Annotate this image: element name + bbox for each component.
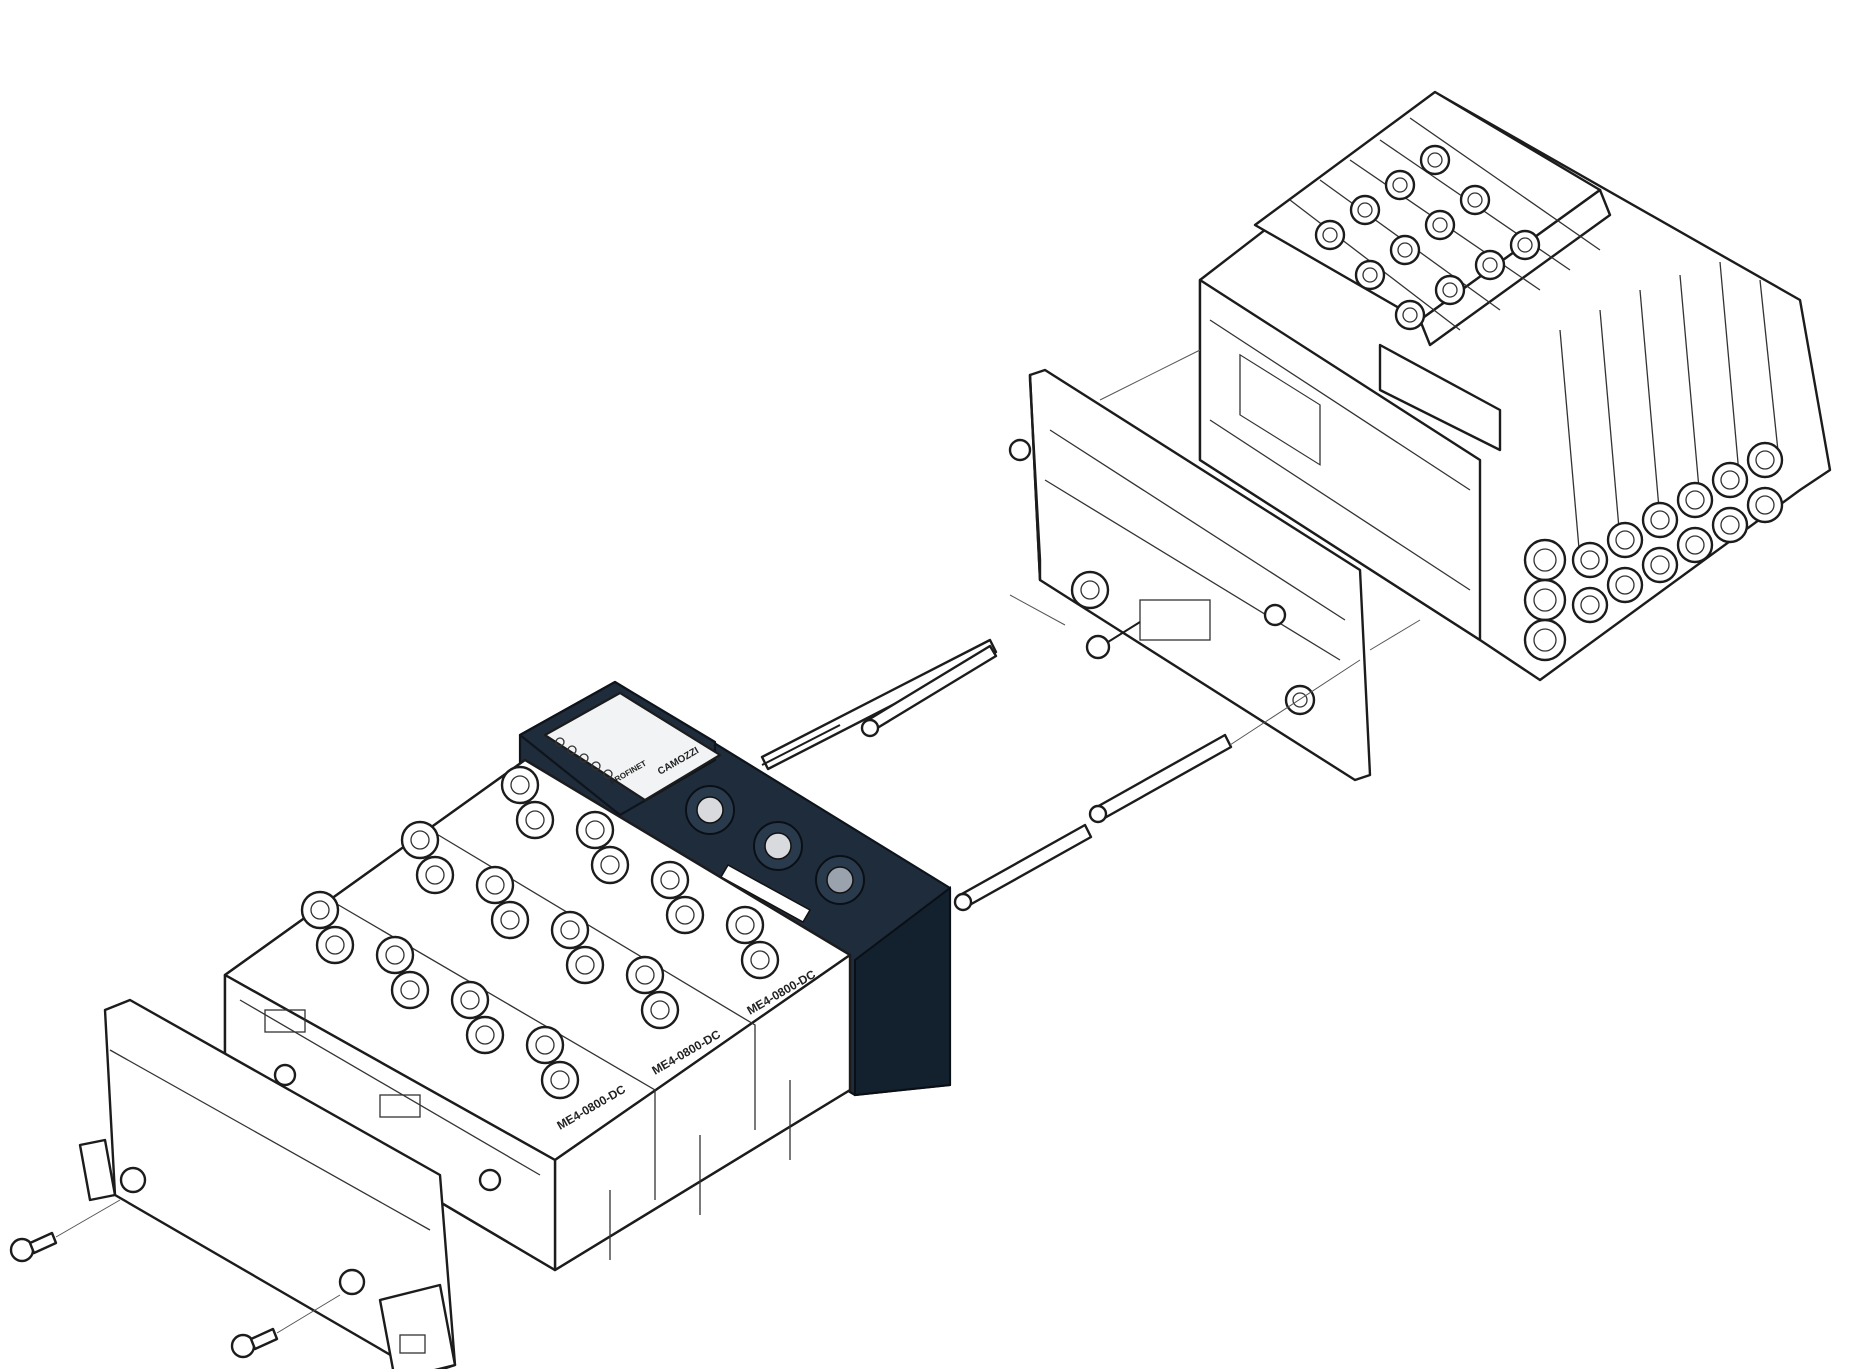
assembly-guide-lines: [1099, 349, 1421, 651]
end-plate: [78, 998, 457, 1369]
air-fittings: [1523, 441, 1784, 662]
adapter-screw: [1085, 621, 1141, 660]
adapter-plate: [1008, 368, 1372, 782]
m12-connectors: [685, 785, 865, 905]
tie-rods: [760, 594, 1361, 912]
valve-island: [1198, 90, 1832, 682]
solenoid-connectors: [1314, 144, 1541, 331]
io-ports: [300, 765, 780, 1100]
io-module-stack: ME4-0800-DC ME4-0800-DC ME4-0800-DC: [223, 758, 852, 1272]
mounting-screws: [9, 1199, 341, 1359]
